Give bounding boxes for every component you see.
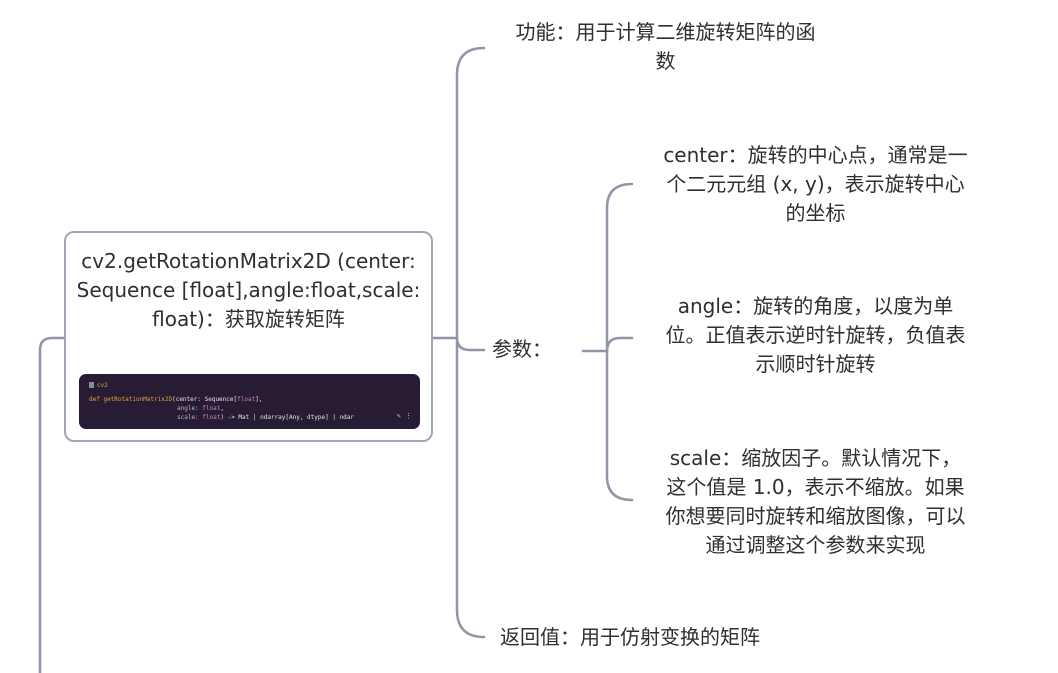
code-line: scale: float) -> Mat | ndarray[Any, dtyp… [177, 413, 354, 422]
code-text: (center: Sequence[ [172, 396, 238, 403]
params-node[interactable]: 参数： [492, 337, 552, 361]
code-text: angle: [177, 405, 203, 412]
code-text: ], [255, 396, 263, 403]
connector-to-scale [605, 349, 634, 502]
connector-parent-to-root [38, 336, 66, 673]
root-title: cv2.getRotationMatrix2D (center:Sequence… [76, 249, 421, 331]
code-type: float [202, 414, 221, 421]
code-line: def getRotationMatrix2D(center: Sequence… [89, 395, 262, 404]
param-angle-line-1: angle：旋转的角度，以度为单 [677, 294, 954, 318]
param-center-node[interactable]: center：旋转的中心点，通常是一 个二元元组 (x, y)，表示旋转中心 的… [638, 141, 993, 228]
connector-to-function [455, 46, 486, 340]
function-line-2: 数 [655, 49, 676, 73]
root-node[interactable]: cv2.getRotationMatrix2D (center:Sequence… [64, 231, 433, 442]
code-preview: cv2 def getRotationMatrix2D(center: Sequ… [79, 374, 420, 429]
param-center-line-1: center：旋转的中心点，通常是一 [663, 143, 968, 167]
code-text: , [220, 405, 224, 412]
function-node[interactable]: 功能：用于计算二维旋转矩阵的函 数 [488, 18, 843, 76]
connector-to-center [605, 182, 634, 353]
param-angle-line-3: 示顺时针旋转 [755, 352, 876, 376]
code-filename: cv2 [97, 382, 108, 389]
param-scale-line-2: 这个值是 1.0，表示不缩放。如果 [666, 475, 965, 499]
code-function-name: getRotationMatrix2D [103, 396, 173, 403]
code-type: float [237, 396, 256, 403]
code-text: scale: [177, 414, 203, 421]
param-center-line-2: 个二元元组 (x, y)，表示旋转中心 [666, 172, 965, 196]
file-icon [89, 382, 94, 388]
code-actions-icon[interactable]: ✎ ⋮ [396, 412, 412, 420]
returns-node[interactable]: 返回值：用于仿射变换的矩阵 [500, 625, 760, 649]
param-scale-line-3: 你想要同时旋转和缩放图像，可以 [665, 504, 966, 528]
code-type: float [202, 405, 221, 412]
code-file-header: cv2 [89, 381, 108, 390]
connector-to-returns [455, 336, 486, 639]
param-center-line-3: 的坐标 [785, 201, 846, 225]
param-scale-line-1: scale：缩放因子。默认情况下， [669, 446, 962, 470]
connector-to-params [455, 336, 486, 352]
param-angle-line-2: 位。正值表示逆时针旋转，负值表 [665, 323, 966, 347]
function-line-1: 功能：用于计算二维旋转矩阵的函 [515, 20, 816, 44]
param-angle-node[interactable]: angle：旋转的角度，以度为单 位。正值表示逆时针旋转，负值表 示顺时针旋转 [638, 292, 993, 379]
connector-to-angle [605, 336, 634, 353]
param-scale-line-4: 通过调整这个参数来实现 [705, 533, 926, 557]
code-text: ) -> Mat | ndarray[Any, dtype] | ndar [220, 414, 355, 421]
param-scale-node[interactable]: scale：缩放因子。默认情况下， 这个值是 1.0，表示不缩放。如果 你想要同… [638, 444, 993, 560]
code-keyword: def [89, 396, 104, 403]
code-line: angle: float, [177, 404, 224, 413]
